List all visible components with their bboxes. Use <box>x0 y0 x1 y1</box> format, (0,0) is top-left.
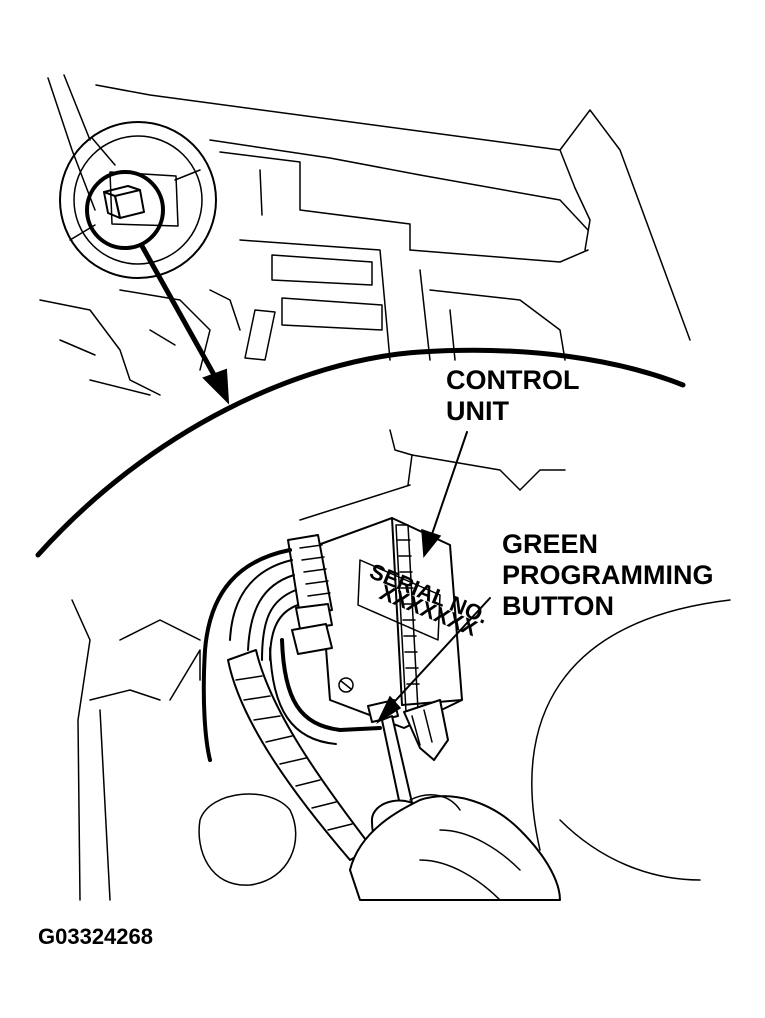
green-button-label-line2: PROGRAMMING <box>502 560 714 590</box>
dashboard-overview <box>39 74 691 405</box>
detail-view: SERIAL NO. XXXXXXX <box>71 429 731 901</box>
figure-id: G03324268 <box>38 924 153 949</box>
green-button-label-line3: BUTTON <box>502 591 614 621</box>
control-unit-label-line1: CONTROL <box>446 365 579 395</box>
magnification-arc <box>35 347 686 558</box>
green-button-label-line1: GREEN <box>502 529 598 559</box>
control-unit-label-line2: UNIT <box>446 396 509 426</box>
